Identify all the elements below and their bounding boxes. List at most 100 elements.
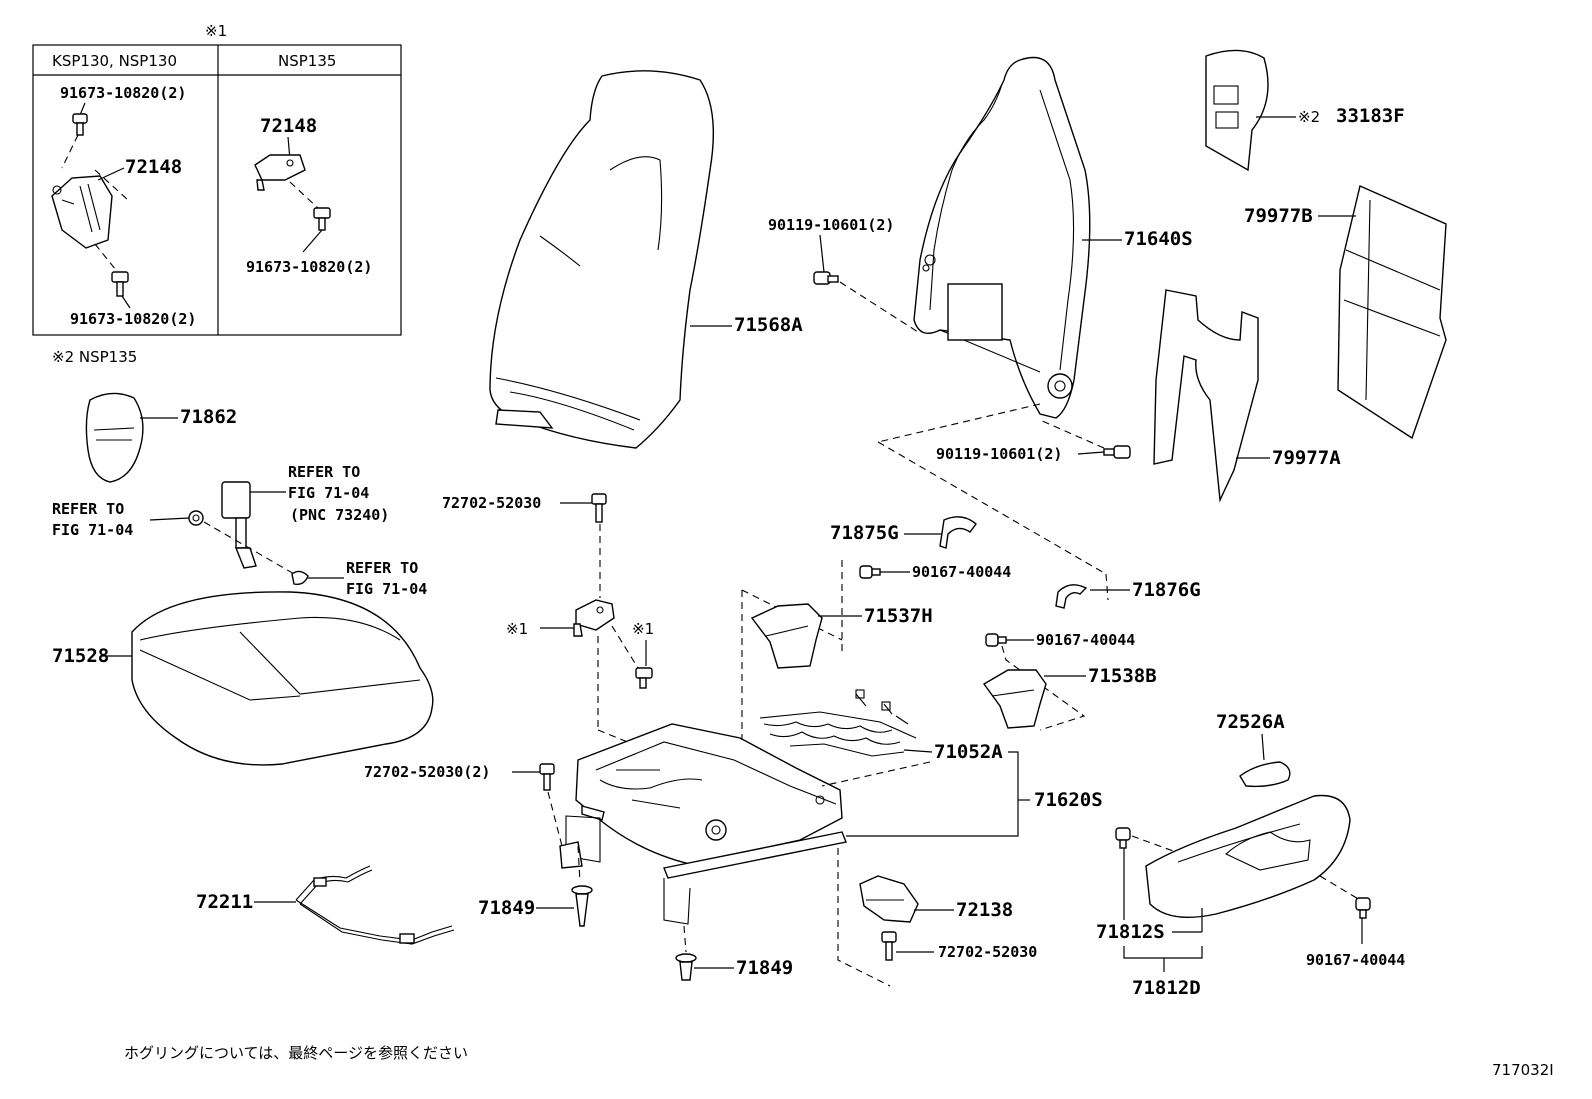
inset-marker: ※1 [205,22,227,40]
part-label-cap2: 71849 [736,957,793,979]
bolt-icon [1115,827,1131,849]
part-label-inset-col1-top: 91673-10820(2) [60,84,186,102]
part-label-screw-b: 90167-40044 [1036,631,1135,649]
bolt-icon [813,271,839,285]
leader [819,234,825,273]
bolt-icon [111,271,129,297]
part-label-inset-col2-bolt: 91673-10820(2) [246,258,372,276]
seat-cushion-frame-icon [559,723,847,925]
footer-note: ホグリングについては、最終ページを参照ください [124,1044,468,1062]
screw-icon [1355,897,1371,919]
part-label-pad-33183: 33183F [1336,105,1405,127]
leader-bracket [846,751,1019,837]
assembly-line [741,589,843,641]
seat-cushion-pad-icon [131,591,434,766]
assembly-line [839,281,919,333]
seat-bracket-icon [573,599,615,637]
part-label-cap1: 71849 [478,897,535,919]
part-label-guide-h: 71537H [864,605,933,627]
part-mark-33183: ※2 [1298,108,1320,126]
leader-bracket [1123,946,1203,959]
part-label-shield-d: 71812D [1132,977,1201,999]
part-label-cover-138: 72138 [956,899,1013,921]
part-label-bolt-top: 72702-52030 [442,494,541,512]
part-label-cushion-pad: 71528 [52,645,109,667]
inset-table: ※1 KSP130, NSP130 NSP135 91673-10820(2) … [32,22,402,336]
assembly-line [94,169,129,201]
cap-icon [675,953,697,981]
bolt-icon [1103,445,1131,459]
seat-knob-icon [1239,761,1291,788]
part-label-bolt-bottom: 72702-52030 [938,943,1037,961]
assembly-line [94,243,121,276]
headrest-cover-icon [85,392,144,483]
bolt-icon [635,667,653,689]
part-label-cushion-frame: 71620S [1034,789,1103,811]
seatback-pad-a-icon [1153,289,1259,503]
part-label-inset-col1-bracket: 72148 [125,156,182,178]
bolt-icon [72,113,88,136]
assembly-line [837,848,891,987]
screw-icon [859,565,881,579]
seatback-pad-b-icon [1337,185,1447,440]
cap-icon [571,885,593,927]
leader [1261,733,1265,761]
screw-icon [985,633,1007,647]
leader [79,102,86,116]
bolt-icon [881,931,897,961]
leader [302,229,323,253]
assembly-line [877,403,1041,443]
part-label-back-frame: 71640S [1124,228,1193,250]
part-label-guide-876: 71876G [1132,579,1201,601]
refer-to-label-belt-fig: FIG 71-04 [288,484,369,502]
guide-icon [982,669,1047,729]
leader [97,167,125,181]
part-label-headrest-cover: 71862 [180,406,237,428]
part-label-guide-538: 71538B [1088,665,1157,687]
assembly-line [61,134,79,169]
seat-cover-bracket-icon [859,875,919,923]
refer-to-label-left-fig: FIG 71-04 [52,521,133,539]
assembly-line [1105,573,1109,601]
assembly-line [1039,419,1105,449]
leader [149,517,190,521]
nut-icon [188,510,204,526]
wire-harness-icon [295,865,455,945]
part-label-pad-b: 79977B [1244,205,1313,227]
assembly-line [611,625,639,669]
part-label-frame-bolt-top: 90119-10601(2) [768,216,894,234]
assembly-line [821,761,931,787]
seat-belt-buckle-icon [221,481,257,569]
belt-anchor-icon [291,570,309,586]
assembly-line [683,925,687,953]
inset-col1-header: KSP130, NSP130 [52,52,177,70]
guide-icon [750,603,823,669]
inset-border [32,44,402,336]
part-mark-bracket-right: ※1 [632,620,654,638]
refer-to-label-belt-pnc: (PNC 73240) [290,506,389,524]
part-label-inset-col1-bottom: 91673-10820(2) [70,310,196,328]
part-label-screw-a: 90167-40044 [912,563,1011,581]
leader [903,749,933,753]
seat-spring-icon [759,689,917,757]
part-mark-bracket-left: ※1 [506,620,528,638]
bolt-icon [539,763,555,791]
seatback-cover-icon [489,70,714,449]
assembly-line [877,441,1107,575]
part-label-knob: 72526A [1216,711,1285,733]
leader [1077,451,1105,455]
seat-bracket-icon [254,154,306,191]
seatback-pad-upper-icon [1205,49,1269,172]
assembly-line [1131,835,1177,853]
refer-to-label-left: REFER TO [52,500,124,518]
bolt-icon [313,207,331,231]
part-label-pad-a: 79977A [1272,447,1341,469]
bolt-icon [591,493,607,523]
seat-bracket-icon [51,175,113,249]
guide-icon [1055,584,1088,609]
inset-col2-header: NSP135 [278,52,336,70]
part-label-guide-g: 71875G [830,522,899,544]
assembly-line [203,521,297,576]
